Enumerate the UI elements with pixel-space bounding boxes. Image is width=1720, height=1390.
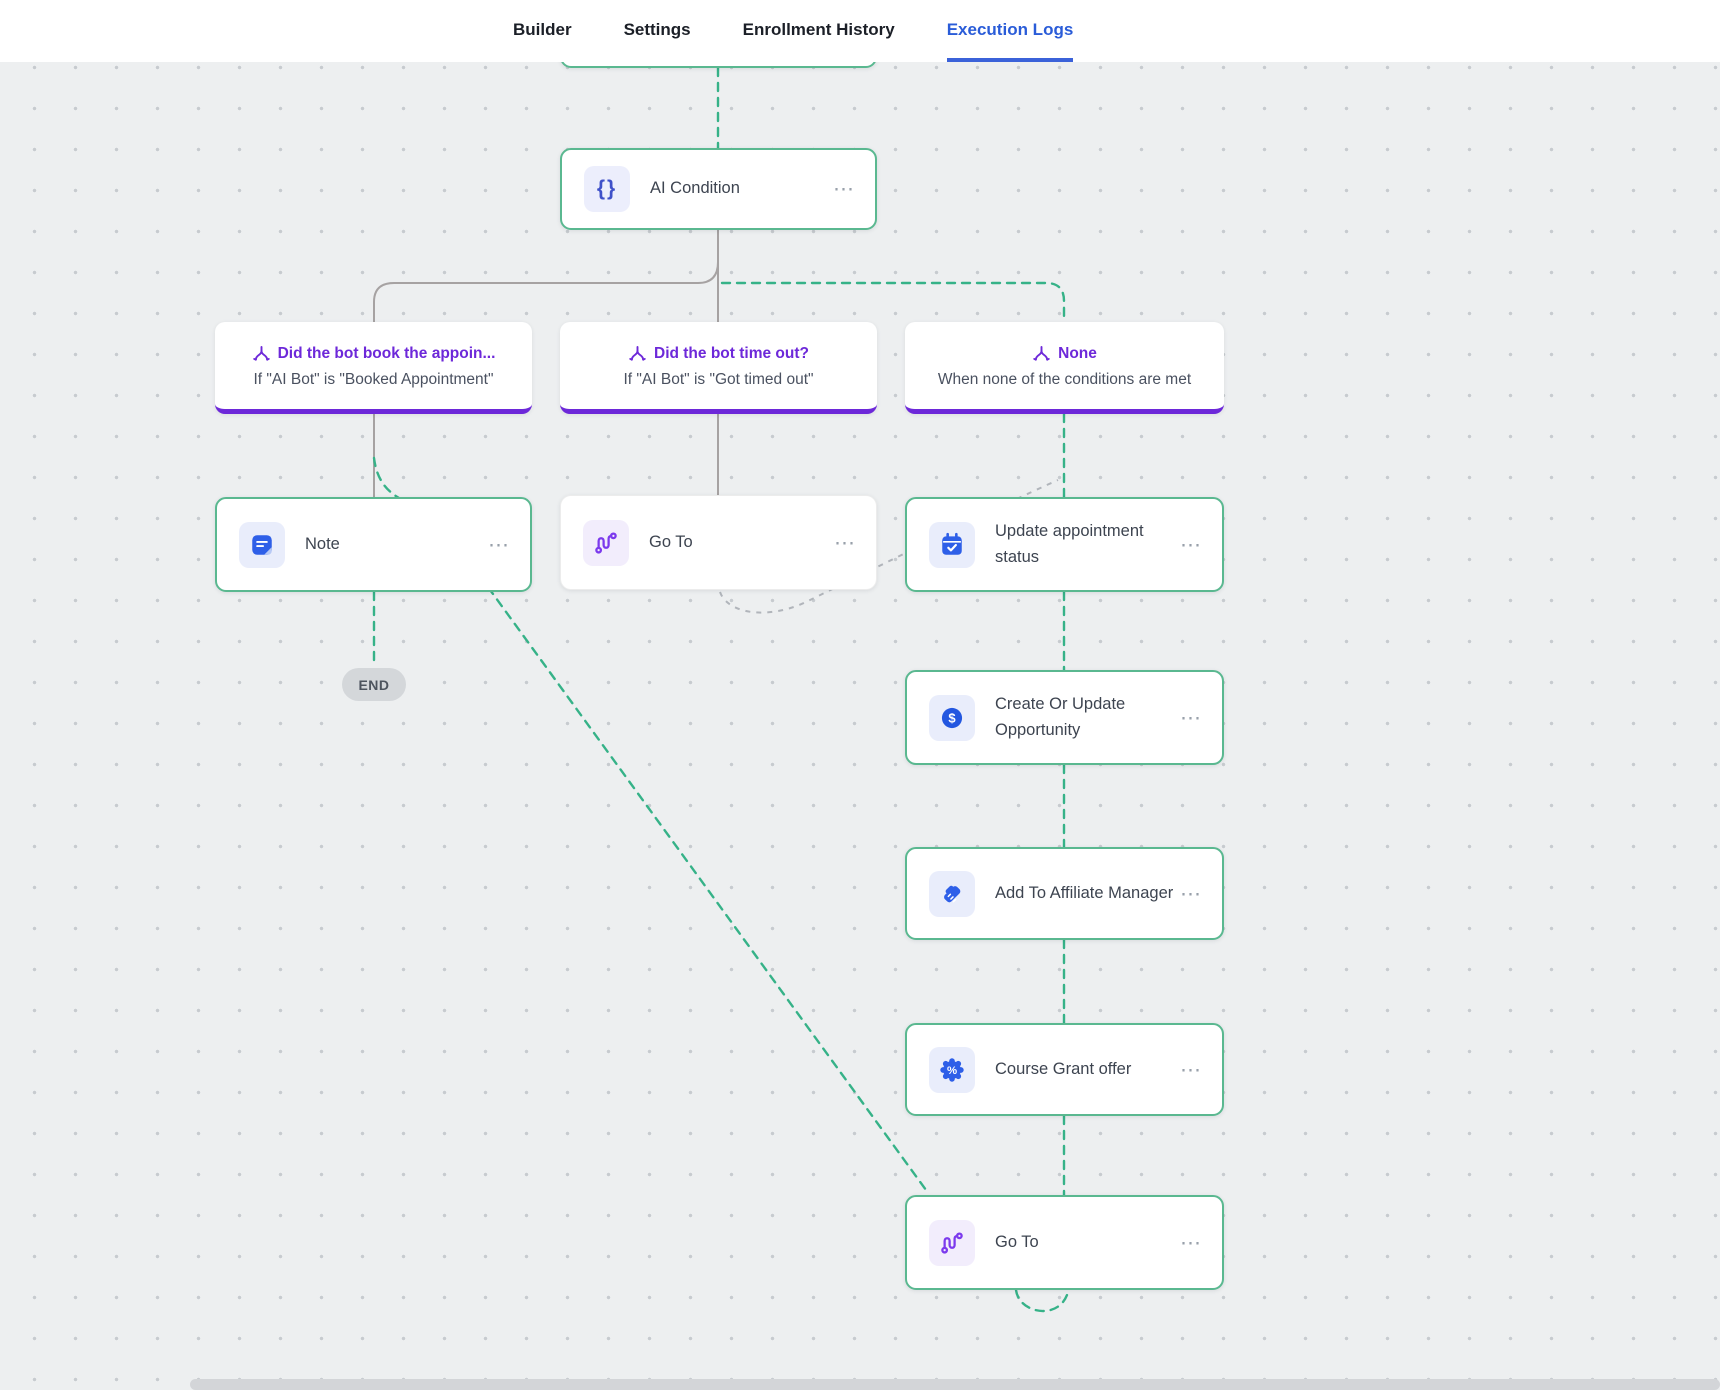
branch-title: None	[1058, 345, 1097, 362]
dollar-circle-icon: $	[929, 694, 975, 741]
percent-badge-icon: %	[929, 1046, 975, 1093]
tab-settings[interactable]: Settings	[623, 20, 691, 39]
svg-text:%: %	[947, 1065, 957, 1077]
curly-braces-icon: {}	[584, 166, 630, 212]
ai-condition-node[interactable]: {} AI Condition ⋯	[560, 148, 877, 230]
branch-title: Did the bot book the appoin...	[277, 345, 496, 362]
branch-card-timed-out[interactable]: Did the bot time out? If "AI Bot" is "Go…	[560, 322, 877, 414]
note-node[interactable]: Note ⋯	[215, 497, 532, 592]
split-branch-icon	[1033, 345, 1050, 361]
node-label: Add To Affiliate Manager	[995, 883, 1174, 902]
tab-builder[interactable]: Builder	[513, 20, 572, 39]
node-menu-button[interactable]: ⋯	[1180, 1231, 1202, 1254]
split-branch-icon	[252, 345, 270, 361]
workflow-canvas[interactable]	[0, 62, 1720, 1390]
svg-text:$: $	[948, 710, 956, 725]
handshake-icon	[929, 870, 975, 917]
tab-execution-logs[interactable]: Execution Logs	[946, 0, 1074, 62]
node-menu-button[interactable]: ⋯	[1180, 882, 1202, 905]
goto-node-bottom[interactable]: Go To ⋯	[905, 1195, 1224, 1290]
note-document-icon	[239, 521, 285, 568]
branch-title: Did the bot time out?	[654, 345, 809, 362]
course-grant-offer-node[interactable]: % Course Grant offer ⋯	[905, 1023, 1224, 1116]
route-icon	[583, 519, 629, 566]
node-label: Course Grant offer	[995, 1059, 1132, 1078]
node-label: Update appointment status	[995, 521, 1144, 566]
branch-subtitle: When none of the conditions are met	[937, 370, 1192, 388]
branch-subtitle: If "AI Bot" is "Got timed out"	[623, 370, 814, 388]
node-menu-button[interactable]: ⋯	[833, 177, 855, 201]
calendar-check-icon	[929, 521, 975, 568]
end-badge: END	[342, 668, 406, 701]
split-branch-icon	[629, 345, 646, 361]
node-label: AI Condition	[650, 179, 740, 198]
branch-subtitle: If "AI Bot" is "Booked Appointment"	[253, 370, 494, 388]
node-label: Note	[305, 534, 340, 553]
branch-card-booked-appointment[interactable]: Did the bot book the appoin... If "AI Bo…	[215, 322, 532, 414]
create-or-update-opportunity-node[interactable]: $ Create Or Update Opportunity ⋯	[905, 670, 1224, 765]
node-menu-button[interactable]: ⋯	[1180, 533, 1202, 556]
tab-enrollment-history[interactable]: Enrollment History	[742, 20, 895, 39]
goto-node-middle[interactable]: Go To ⋯	[560, 495, 877, 590]
node-menu-button[interactable]: ⋯	[834, 531, 856, 554]
node-label: Go To	[995, 1232, 1039, 1251]
horizontal-scrollbar[interactable]	[190, 1379, 1720, 1390]
node-menu-button[interactable]: ⋯	[1180, 706, 1202, 729]
update-appointment-status-node[interactable]: Update appointment status ⋯	[905, 497, 1224, 592]
add-to-affiliate-manager-node[interactable]: Add To Affiliate Manager ⋯	[905, 847, 1224, 940]
node-menu-button[interactable]: ⋯	[488, 533, 510, 556]
branch-card-none[interactable]: None When none of the conditions are met	[905, 322, 1224, 414]
node-label: Go To	[649, 532, 693, 551]
node-menu-button[interactable]: ⋯	[1180, 1058, 1202, 1081]
nav-tabs: Builder Settings Enrollment History Exec…	[513, 0, 1074, 62]
route-icon	[929, 1219, 975, 1266]
top-navigation-bar: Builder Settings Enrollment History Exec…	[0, 0, 1720, 62]
node-label: Create Or Update Opportunity	[995, 694, 1126, 739]
